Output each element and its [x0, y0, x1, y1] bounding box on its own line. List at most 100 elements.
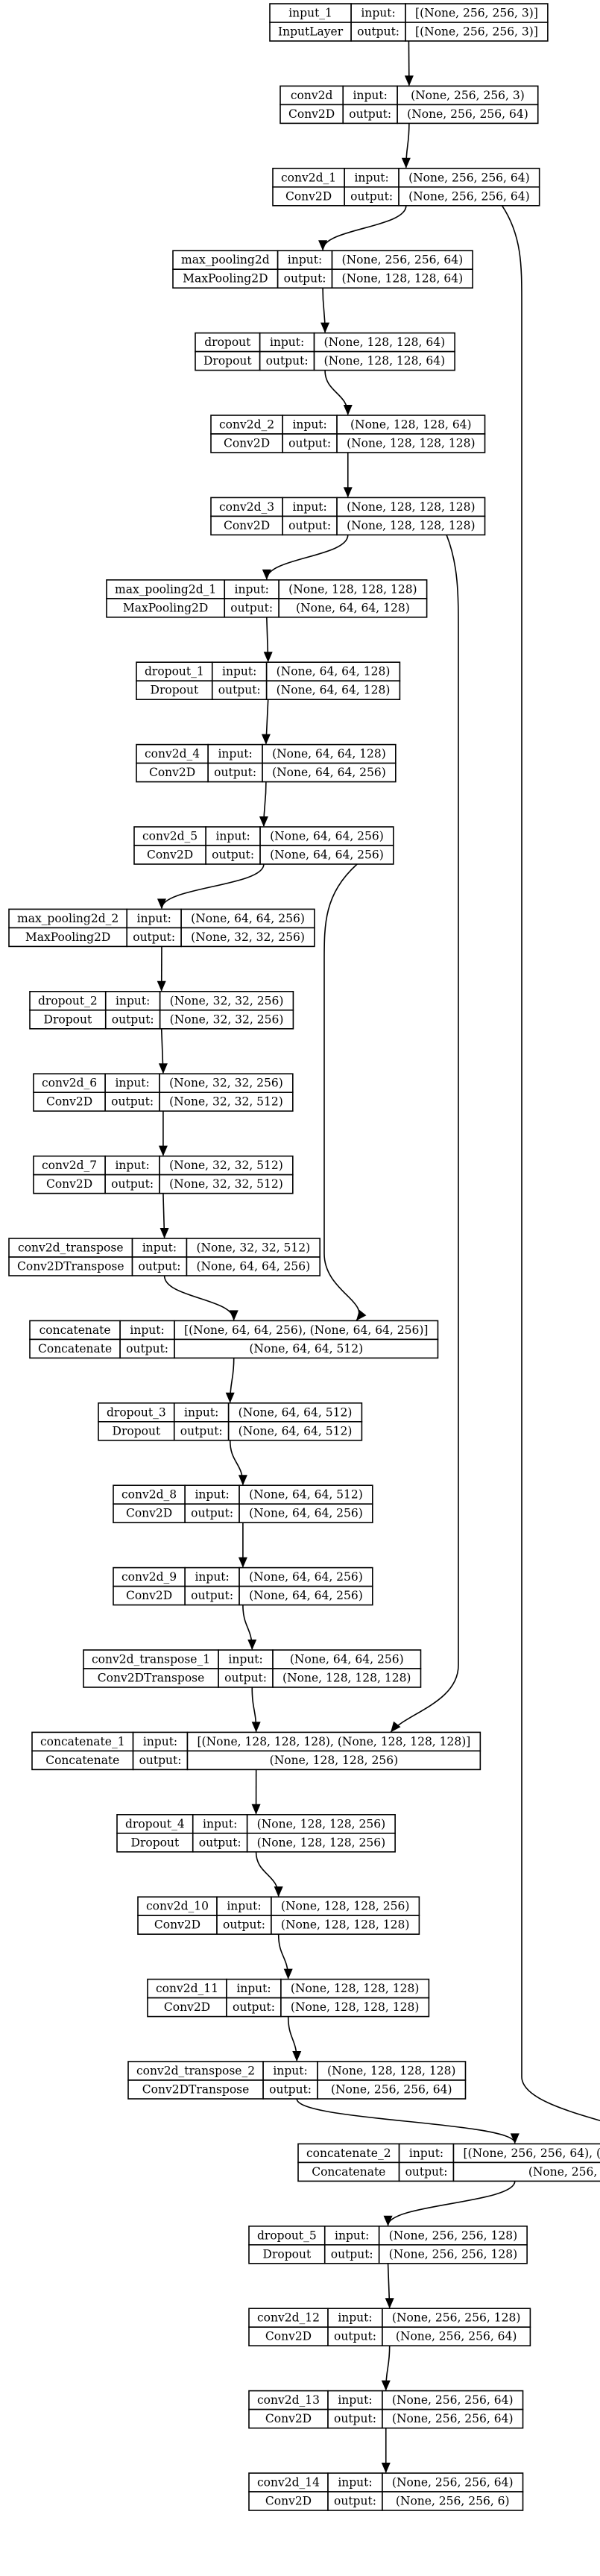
type-cell	[8, 927, 128, 948]
arrow-head	[247, 1640, 257, 1650]
edge-dropout-to-conv2d-2	[324, 370, 349, 415]
arrow-head	[343, 405, 353, 415]
layer-type-text: Concatenate	[312, 2165, 385, 2179]
output-shape-text: (None, 128, 128, 128)	[282, 1672, 411, 1685]
name-cell	[8, 908, 128, 929]
input-label-text: input:	[130, 1323, 164, 1337]
layer-type-text: Concatenate	[38, 1342, 112, 1355]
input-label-text: input:	[115, 1159, 149, 1172]
output-shape-text: (None, 256, 256, 128)	[528, 2165, 600, 2179]
input-shape-cell	[382, 2472, 524, 2492]
input-label-text: input:	[292, 500, 326, 514]
input-shape-text: (None, 256, 256, 64)	[392, 2393, 514, 2407]
output-shape-text: (None, 256, 256, 128)	[389, 2247, 517, 2261]
output-shape-text: (None, 64, 64, 512)	[239, 1424, 353, 1437]
arrow-head	[343, 487, 353, 498]
input-shape-text: (None, 256, 256, 3)	[411, 89, 525, 102]
layer-node-conv2d-transpose-1: conv2d_transpose_1Conv2DTransposeinput:o…	[83, 1649, 422, 1688]
output-label-text: output:	[334, 2495, 376, 2508]
input-shape-text: (None, 128, 128, 128)	[347, 500, 475, 514]
input-label-text: input:	[218, 747, 252, 760]
input-shape-text: (None, 256, 256, 64)	[408, 171, 530, 184]
edge-conv2d-transpose-2-to-concatenate-2	[296, 2098, 516, 2144]
input-shape-text: [(None, 256, 256, 64), (None, 256, 256, …	[463, 2147, 600, 2160]
arrow-head	[401, 157, 411, 169]
input-label-text: input:	[335, 2229, 369, 2242]
input-label-text: input:	[235, 582, 269, 596]
output-label-text: output:	[111, 1177, 154, 1191]
layer-node-concatenate-2: concatenate_2Concatenateinput:output:[(N…	[297, 2143, 600, 2182]
output-shape-text: (None, 64, 64, 128)	[296, 601, 410, 614]
input-label-text: input:	[354, 171, 388, 184]
output-shape-cell	[398, 186, 540, 207]
edge-concatenate-2-to-dropout-5	[387, 2181, 516, 2226]
arrow-head	[510, 2133, 520, 2144]
output-shape-text: (None, 128, 128, 256)	[270, 1754, 398, 1767]
arrow-head	[381, 2380, 391, 2391]
layer-name-text: conv2d	[291, 89, 333, 102]
input-shape-text: (None, 256, 256, 64)	[392, 2476, 514, 2490]
name-cell	[133, 826, 206, 846]
output-shape-cell	[246, 1833, 396, 1853]
output-shape-cell	[272, 1668, 422, 1688]
input-shape-text: (None, 256, 256, 64)	[342, 253, 464, 267]
output-shape-text: (None, 64, 64, 128)	[277, 684, 391, 697]
arrow-head	[158, 1063, 168, 1074]
layer-type-text: Dropout	[203, 354, 252, 368]
input-label-text: input:	[409, 2147, 443, 2160]
output-shape-cell	[336, 515, 486, 536]
edges-layer	[157, 40, 600, 2473]
type-cell	[248, 2244, 326, 2264]
type-cell	[127, 2079, 264, 2100]
input-shape-text: [(None, 256, 256, 3)]	[415, 7, 538, 20]
arrow-head	[292, 2051, 302, 2062]
layer-name-text: conv2d_7	[42, 1159, 97, 1172]
input-label-cell	[327, 2390, 383, 2410]
input-label-cell	[104, 1155, 160, 1176]
arrow-head	[160, 1228, 169, 1238]
input-label-text: input:	[116, 994, 150, 1007]
name-cell	[113, 1566, 186, 1587]
arrow-head	[251, 1804, 261, 1815]
input-shape-cell	[272, 1649, 422, 1669]
output-label-cell	[211, 680, 268, 701]
layer-name-text: conv2d_14	[257, 2476, 320, 2490]
input-label-cell	[226, 1978, 282, 1999]
layer-name-text: conv2d_transpose	[18, 1241, 123, 1255]
output-shape-text: (None, 128, 128, 128)	[347, 519, 475, 532]
output-shape-cell	[180, 927, 315, 948]
input-shape-text: (None, 64, 64, 256)	[191, 912, 305, 925]
output-shape-text: (None, 32, 32, 256)	[191, 930, 305, 944]
output-label-cell	[104, 1010, 161, 1030]
output-shape-cell	[317, 2079, 467, 2100]
output-label-cell	[184, 1585, 240, 1606]
output-shape-cell	[382, 2326, 531, 2346]
output-shape-text: (None, 256, 256, 64)	[392, 2412, 514, 2425]
input-label-cell	[192, 1814, 248, 1834]
output-shape-text: (None, 128, 128, 64)	[324, 354, 446, 368]
layer-type-text: Conv2D	[126, 1589, 172, 1602]
layer-type-text: MaxPooling2D	[25, 930, 110, 944]
layer-name-text: dropout_1	[145, 665, 204, 678]
input-shape-text: [(None, 64, 64, 256), (None, 64, 64, 256…	[184, 1323, 428, 1337]
output-label-text: output:	[223, 1918, 265, 1932]
arrow-head	[251, 1722, 261, 1733]
output-label-text: output:	[349, 107, 391, 121]
arrow-head	[157, 980, 166, 992]
name-cell	[248, 2390, 329, 2410]
output-label-text: output:	[288, 437, 331, 450]
input-shape-text: (None, 256, 256, 128)	[389, 2229, 517, 2242]
layer-type-text: Dropout	[44, 1013, 92, 1026]
type-cell	[106, 597, 226, 618]
layer-node-concatenate: concatenateConcatenateinput:output:[(Non…	[29, 1320, 439, 1359]
output-shape-cell	[159, 1010, 294, 1030]
edge-conv2d-transpose-to-concatenate	[163, 1275, 235, 1320]
